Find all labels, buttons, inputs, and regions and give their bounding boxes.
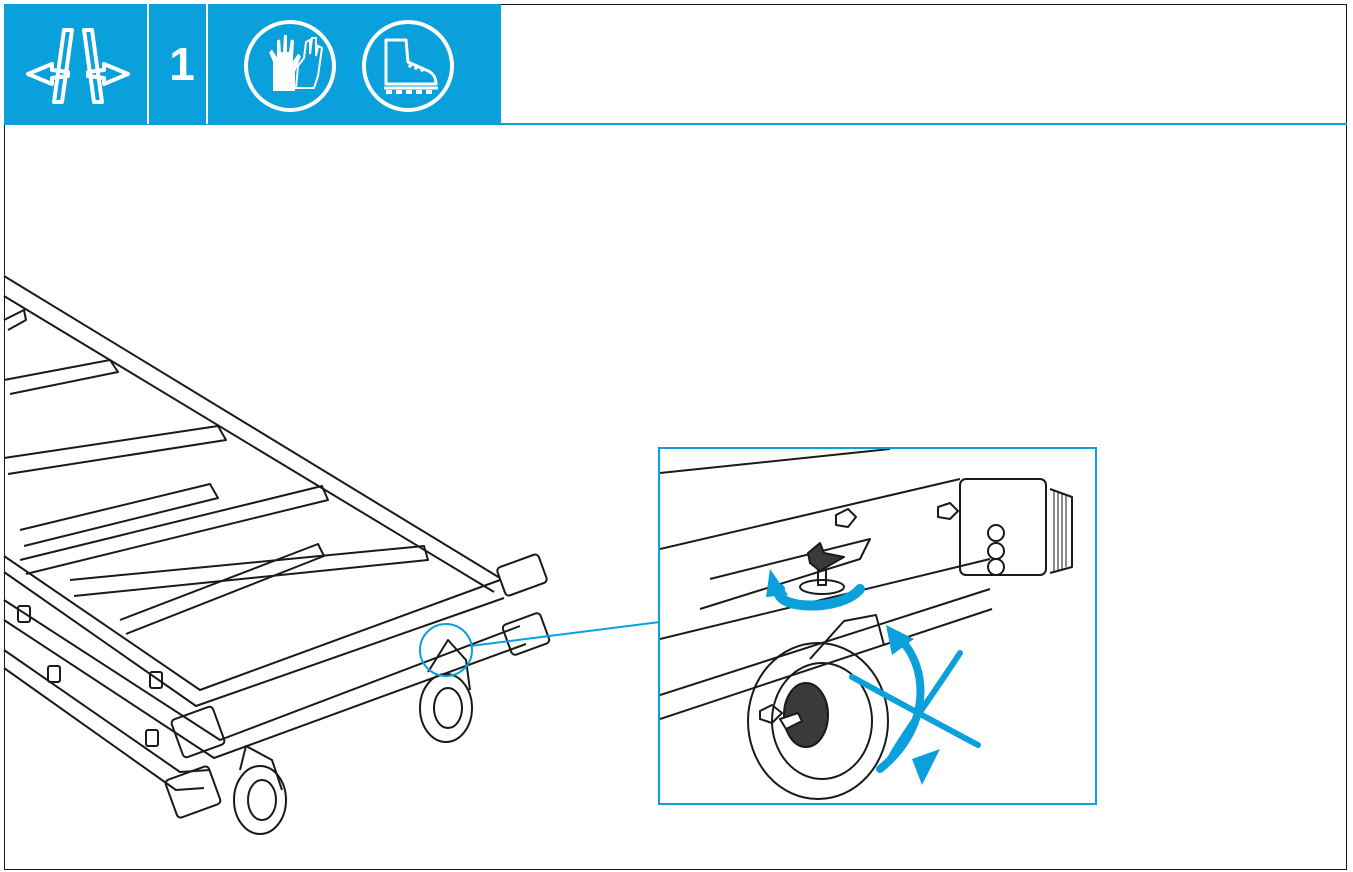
wheel-lock-detail [660,449,1073,800]
ladder-illustration [3,275,661,835]
header-bar: 1 [4,4,1347,125]
adjust-width-icon [26,28,130,104]
header-divider [500,4,501,124]
header-separator [147,4,149,124]
header-separator [206,4,208,124]
page-frame [4,4,1347,870]
safety-boot-icon [362,20,454,112]
gloves-icon [244,20,336,112]
header-underline [4,123,1347,125]
detail-inset [658,447,1097,805]
step-number: 1 [169,38,195,90]
